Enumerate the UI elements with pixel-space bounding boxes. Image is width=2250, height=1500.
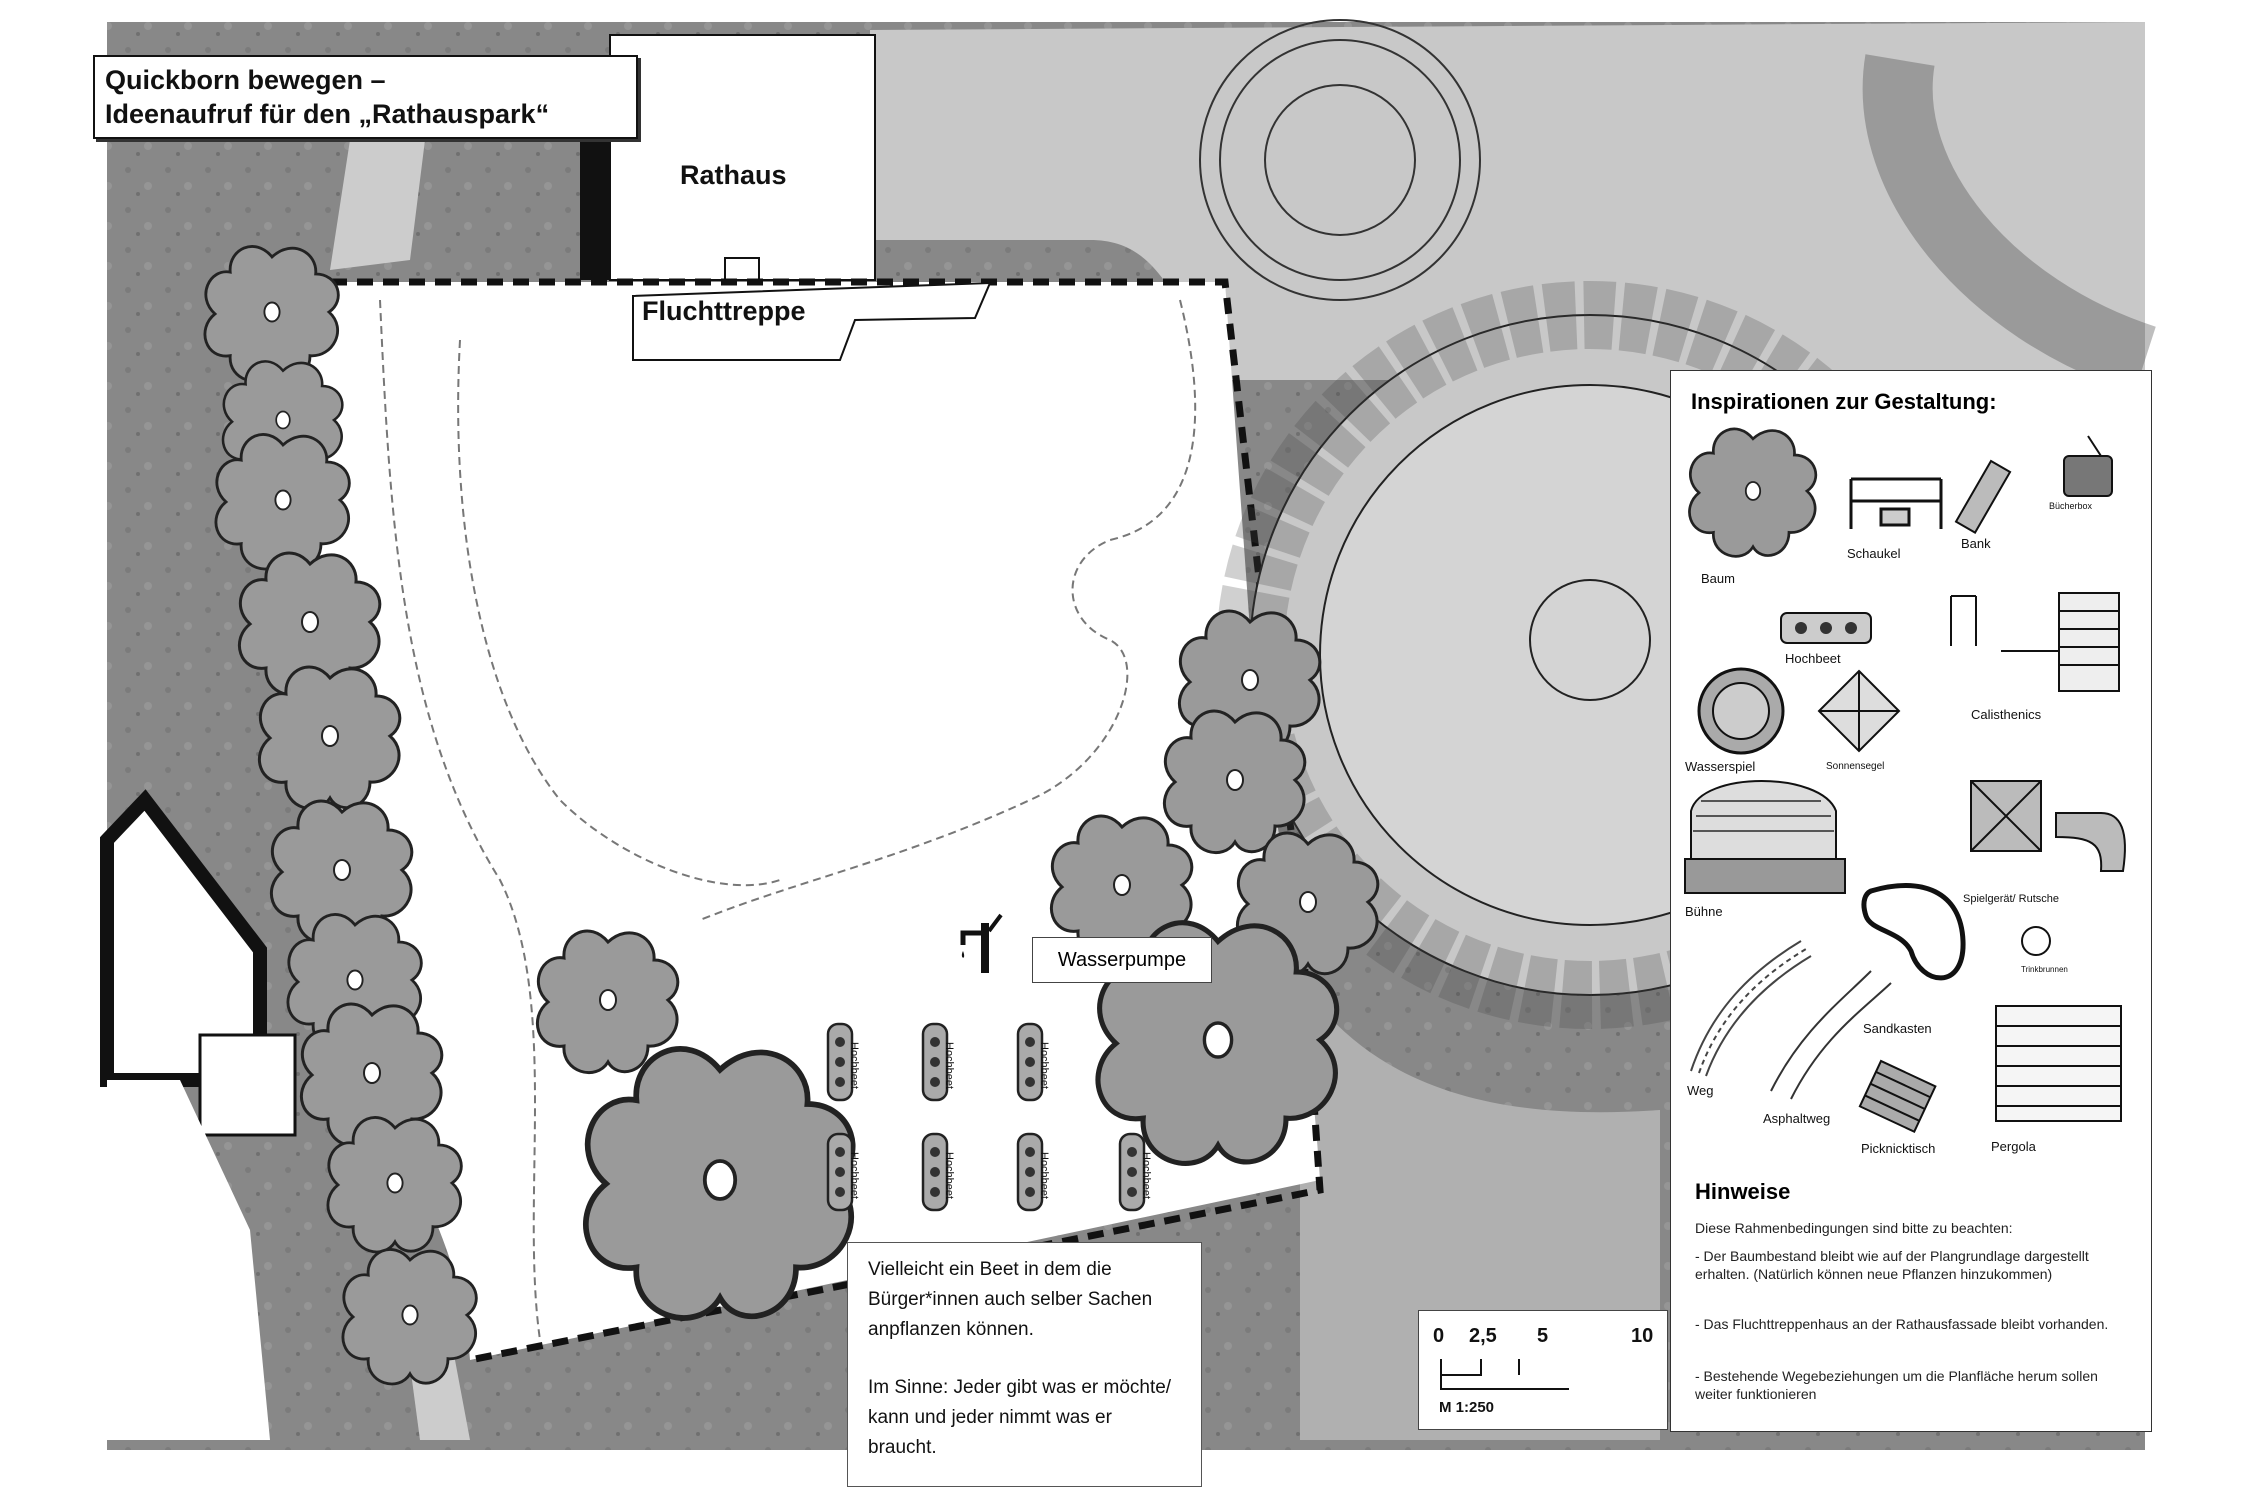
curved-path-topright xyxy=(1862,54,2157,394)
idea-note-para-2: Im Sinne: Jeder gibt was er möchte/ kann… xyxy=(868,1377,1172,1458)
hochbeet-label: Hochbeet xyxy=(943,1152,955,1200)
left-building xyxy=(100,789,267,1087)
legend-raised-bed-icon xyxy=(1780,612,1872,644)
hint-item-2: - Das Fluchttreppenhaus an der Rathausfa… xyxy=(1695,1316,2109,1332)
legend-label-sonnensegel: Sonnensegel xyxy=(1826,761,1885,772)
building-entrance xyxy=(724,257,760,281)
legend-water-play-icon xyxy=(1697,667,1785,755)
hochbeet-label: Hochbeet xyxy=(848,1152,860,1200)
water-pump-icon xyxy=(960,913,1003,973)
fluchttreppe-structure xyxy=(632,281,992,361)
legend-label-bank: Bank xyxy=(1961,536,1991,551)
title-line-2: Ideenaufruf für den „Rathauspark“ xyxy=(105,99,550,129)
legend-playground-icon xyxy=(1970,780,2126,872)
legend-asphalt-path-icon xyxy=(1770,970,1892,1100)
hochbeet-label: Hochbeet xyxy=(943,1042,955,1090)
arc-top-2 xyxy=(1219,39,1461,281)
legend-label-picknicktisch: Picknicktisch xyxy=(1861,1141,1936,1156)
legend-panel: Inspirationen zur Gestaltung: xyxy=(1670,370,2152,1432)
hint-item-3: - Bestehende Wegebeziehungen um die Plan… xyxy=(1695,1368,2098,1402)
path-line-right xyxy=(699,299,1197,921)
legend-label-trinkbrunnen: Trinkbrunnen xyxy=(2021,965,2068,974)
legend-label-spielgeraet: Spielgerät/ Rutsche xyxy=(1963,893,2059,905)
rathaus-building xyxy=(609,34,876,281)
legend-bench-icon xyxy=(1954,459,2012,534)
path-line-left xyxy=(379,299,541,1341)
legend-label-sandkasten: Sandkasten xyxy=(1863,1021,1932,1036)
legend-label-pergola: Pergola xyxy=(1991,1139,2036,1154)
legend-label-baum: Baum xyxy=(1701,571,1735,586)
hochbeet-label: Hochbeet xyxy=(1038,1152,1050,1200)
hochbeet-label: Hochbeet xyxy=(1038,1042,1050,1090)
title-line-1: Quickborn bewegen – xyxy=(105,65,386,95)
legend-label-wasserspiel: Wasserspiel xyxy=(1685,759,1756,774)
path-strip-top xyxy=(330,140,425,270)
legend-sandbox-icon xyxy=(1861,882,1966,981)
legend-label-asphaltweg: Asphaltweg xyxy=(1763,1111,1831,1126)
path-line-inner xyxy=(457,339,781,887)
legend-drinking-fountain-icon xyxy=(2021,926,2051,956)
legend-label-hochbeet: Hochbeet xyxy=(1785,651,1841,666)
plan-area xyxy=(305,282,1320,1360)
legend-pergola-icon xyxy=(1995,1005,2122,1122)
scale-bar-graphic xyxy=(1440,1359,1569,1390)
legend-book-box-icon xyxy=(2063,435,2113,497)
hochbeet-label: Hochbeet xyxy=(848,1042,860,1090)
map-title: Quickborn bewegen – Ideenaufruf für den … xyxy=(93,55,638,139)
scale-tick-0: 0 xyxy=(1433,1325,1445,1347)
scale-tick-2-5: 2,5 xyxy=(1469,1325,1497,1347)
legend-path-icon xyxy=(1690,940,1812,1077)
arc-top xyxy=(1199,19,1481,301)
hints-intro: Diese Rahmenbedingungen sind bitte zu be… xyxy=(1695,1220,2013,1236)
building-shadow xyxy=(580,140,610,280)
legend-sunshade-icon xyxy=(1817,669,1901,753)
legend-icons xyxy=(1684,427,2126,1134)
legend-calisthenics-icon xyxy=(1950,592,2120,692)
legend-label-schaukel: Schaukel xyxy=(1847,546,1901,561)
fluchttreppe-label: Fluchttreppe xyxy=(642,296,806,326)
legend-label-weg: Weg xyxy=(1687,1083,1714,1098)
plaza-center xyxy=(1529,579,1651,701)
wasserpumpe-label: Wasserpumpe xyxy=(1032,937,1212,983)
small-building xyxy=(198,1033,297,1137)
hochbeet-label: Hochbeet xyxy=(1140,1152,1152,1200)
legend-label-calisthenics: Calisthenics xyxy=(1971,707,2042,722)
scale-bar: 0 2,5 5 10 M 1:250 xyxy=(1418,1310,1668,1430)
left-white-area xyxy=(107,1080,270,1440)
legend-tree-icon xyxy=(1688,427,1818,558)
hints-title: Hinweise xyxy=(1695,1179,1791,1204)
legend-picnic-table-icon xyxy=(1858,1059,1937,1134)
scale-tick-10: 10 xyxy=(1631,1325,1654,1347)
legend-stage-icon xyxy=(1684,780,1846,894)
legend-label-buehne: Bühne xyxy=(1685,904,1723,919)
legend-label-buecherbox: Bücherbox xyxy=(2049,501,2093,511)
arc-top-3 xyxy=(1264,84,1416,236)
legend-title: Inspirationen zur Gestaltung: xyxy=(1691,389,1997,414)
hint-item-1: - Der Baumbestand bleibt wie auf der Pla… xyxy=(1695,1248,2089,1282)
legend-swing-icon xyxy=(1849,477,1943,529)
scale-tick-5: 5 xyxy=(1537,1325,1549,1347)
idea-note: Vielleicht ein Beet in dem die Bürger*in… xyxy=(847,1242,1202,1487)
idea-note-para-1: Vielleicht ein Beet in dem die Bürger*in… xyxy=(868,1259,1153,1340)
rathaus-label: Rathaus xyxy=(680,160,787,190)
scale-ratio: M 1:250 xyxy=(1439,1399,1495,1416)
